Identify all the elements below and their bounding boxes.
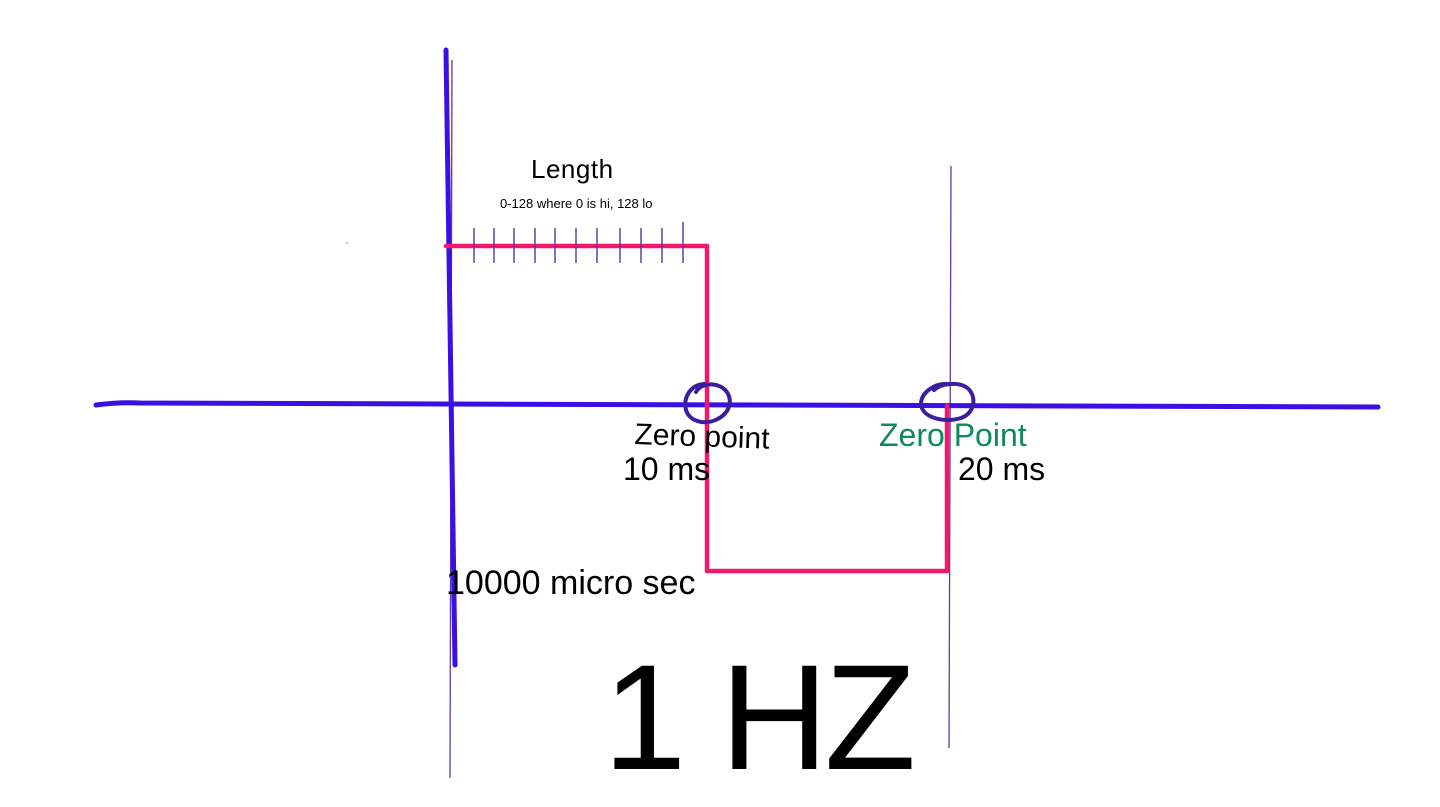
zero-point-marker-2 [918,381,976,422]
zero-point-label-2: Zero Point [879,417,1027,453]
stray-dot [346,242,348,244]
square-wave [443,243,950,574]
length-note: 0-128 where 0 is hi, 128 lo [500,196,653,211]
zero-point-label-1: Zero point [633,418,771,456]
time-label-20ms: 20 ms [958,451,1046,487]
vertical-axis [443,47,458,668]
microsecond-label: 10000 micro sec [446,564,696,602]
length-title: Length [531,154,614,184]
frequency-label: 1 HZ [603,633,916,801]
horizontal-axis [93,400,1381,410]
time-label-10ms: 10 ms [623,451,711,487]
zero-point-marker-1 [683,382,732,425]
length-ticks [473,222,684,263]
right-guide-line [948,165,952,749]
